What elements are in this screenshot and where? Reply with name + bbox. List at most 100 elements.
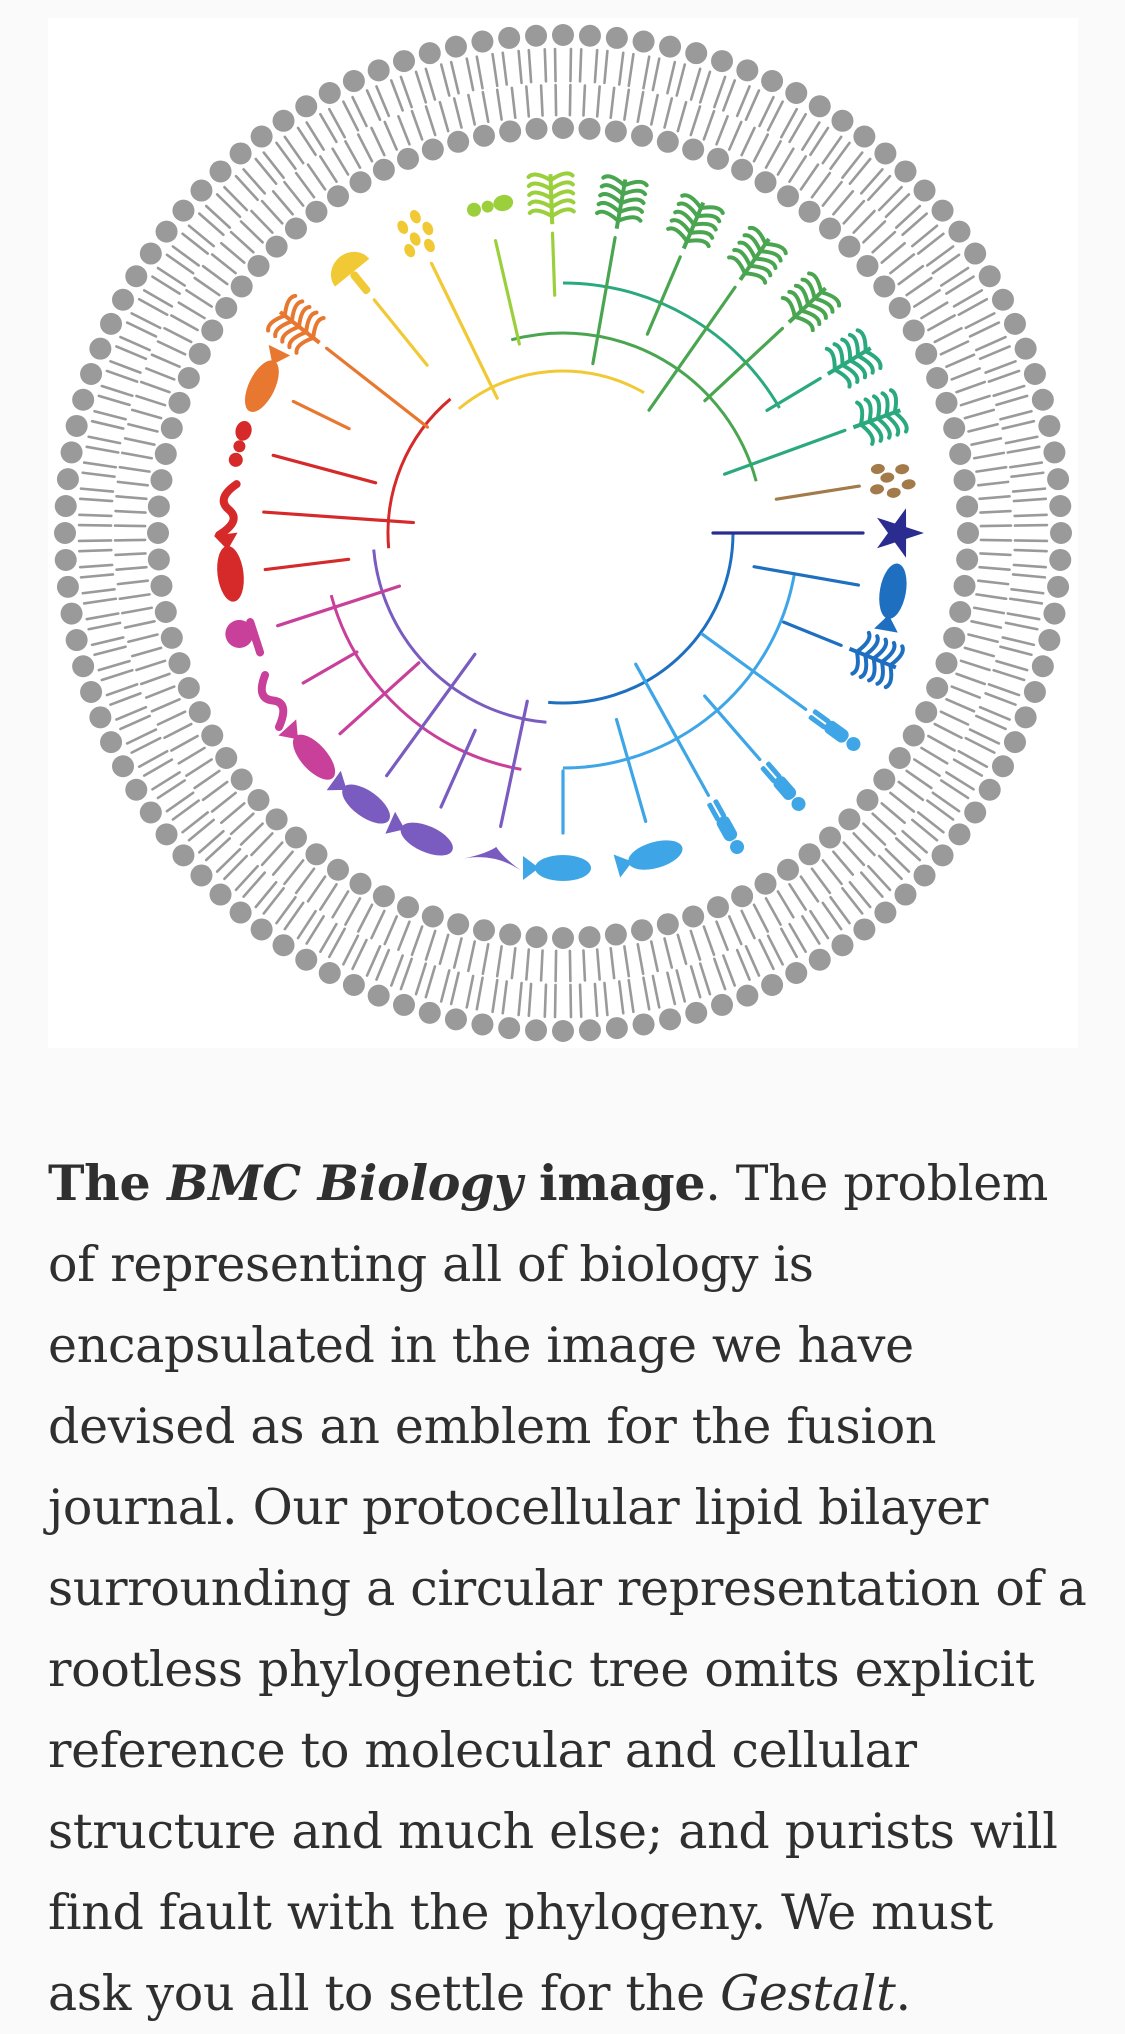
inner-lipid-tail [262,201,282,223]
outer-lipid-head [295,949,317,971]
outer-lipid-head [633,31,655,53]
inner-lipid-tail [526,87,528,117]
outer-lipid-head [445,1008,467,1030]
outer-lipid-tail [746,90,759,119]
outer-lipid-tail [1015,550,1047,551]
outer-lipid-tail [604,51,607,83]
outer-lipid-head [831,934,853,956]
outer-lipid-head [230,142,252,164]
outer-lipid-head [525,1019,547,1041]
inner-lipid-tail [146,368,174,379]
inner-lipid-tail [117,567,147,569]
conifer-icon [722,226,787,292]
lizard-icon [278,719,343,787]
phylogenetic-tree [264,233,863,833]
outer-lipid-tail [643,57,649,88]
inner-lipid-tail [186,290,211,306]
outer-lipid-head [343,70,365,92]
inner-lipid-tail [789,884,805,909]
inner-lipid-head [957,522,979,544]
tree-branch [705,328,783,400]
outer-lipid-head [72,389,94,411]
inner-lipid-tail [801,165,818,190]
outer-lipid-tail [107,684,137,695]
outer-lipid-tail [996,396,1027,405]
outer-lipid-head [914,180,936,202]
mushroom-icon [322,243,385,306]
inner-lipid-head [954,575,976,597]
outer-lipid-tail [79,550,111,551]
tree-branch [273,455,375,482]
inner-lipid-head [526,118,548,140]
alga-icon [846,389,908,448]
inner-lipid-tail [440,102,448,131]
inner-lipid-head [178,367,200,389]
inner-lipid-tail [972,621,1001,627]
bird-icon [459,840,530,874]
inner-lipid-tail [241,824,263,845]
inner-lipid-tail [203,782,227,800]
journal-name: BMC Biology [167,1154,522,1212]
inner-lipid-tail [136,396,165,405]
inner-lipid-tail [212,793,235,812]
inner-lipid-tail [691,106,700,135]
inner-lipid-tail [638,944,643,974]
inner-lipid-tail [512,88,515,118]
inner-lipid-head [552,927,574,949]
outer-lipid-tail [1006,437,1037,443]
outer-lipid-head [156,823,178,845]
inner-lipid-tail [358,905,372,932]
inner-lipid-head [949,443,971,465]
outer-lipid-tail [1015,525,1047,526]
moss-icon [817,329,883,393]
inner-lipid-tail [308,877,325,902]
outer-lipid-head [80,681,102,703]
inner-lipid-tail [638,92,643,122]
outer-lipid-tail [79,525,111,526]
inner-lipid-tail [146,687,174,698]
outer-lipid-tail [80,499,112,501]
inner-lipid-tail [980,553,1010,554]
inner-lipid-head [889,297,911,319]
inner-lipid-tail [941,712,968,725]
inner-lipid-tail [778,149,793,175]
outer-lipid-head [785,82,807,104]
crocodile-icon [385,811,458,862]
inner-lipid-head [755,873,777,895]
inner-lipid-tail [426,931,435,960]
tree-branch [616,719,645,821]
inner-lipid-tail [678,102,686,131]
inner-lipid-tail [483,944,488,974]
inner-lipid-head [161,417,183,439]
inner-lipid-tail [922,303,948,318]
inner-lipid-tail [468,942,474,971]
tree-branch [725,430,845,474]
outer-lipid-tail [1008,447,1039,453]
inner-lipid-head [605,120,627,142]
ant-icon [226,419,254,469]
inner-lipid-tail [118,482,148,485]
outer-lipid-head [112,289,134,311]
inner-lipid-tail [854,833,875,855]
outer-lipid-head [711,994,733,1016]
outer-lipid-head [1047,576,1069,598]
outer-lipid-head [210,160,232,182]
inner-lipid-tail [440,935,448,964]
outer-lipid-head [1047,468,1069,490]
inner-lipid-head [956,496,978,518]
tree-branch [647,257,680,334]
outer-lipid-head [112,755,134,777]
inner-lipid-head [148,496,170,518]
outer-lipid-tail [102,386,132,396]
outer-lipid-tail [700,964,710,994]
outer-lipid-head [1049,495,1071,517]
outer-lipid-head [57,468,79,490]
outer-lipid-tail [81,489,113,492]
outer-lipid-tail [629,980,634,1012]
outer-lipid-head [368,985,390,1007]
inner-lipid-head [155,443,177,465]
inner-lipid-tail [968,635,997,642]
inner-lipid-head [526,926,548,948]
tree-branch [303,652,357,683]
tree-branch [754,567,858,585]
